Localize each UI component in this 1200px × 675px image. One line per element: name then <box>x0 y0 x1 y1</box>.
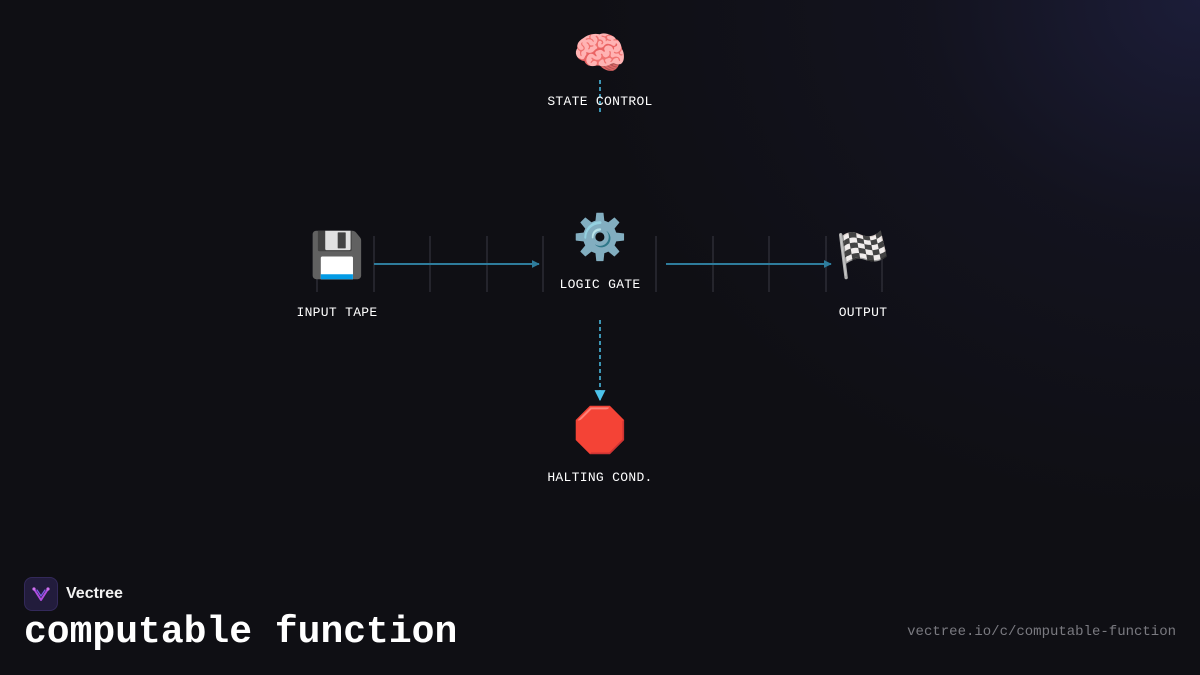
node-state-control[interactable]: 🧠 STATE CONTROL <box>547 28 652 109</box>
checkered-flag-icon: 🏁 <box>836 230 891 281</box>
node-label-logic-gate: LOGIC GATE <box>559 277 640 292</box>
node-output[interactable]: 🏁 OUTPUT <box>836 230 891 320</box>
node-label-input-tape: INPUT TAPE <box>296 305 377 320</box>
vectree-logo-icon <box>24 577 58 611</box>
page-url[interactable]: vectree.io/c/computable-function <box>907 624 1176 640</box>
node-label-state-control: STATE CONTROL <box>547 94 652 109</box>
stop-sign-icon: 🛑 <box>573 405 628 456</box>
node-label-output: OUTPUT <box>839 305 888 320</box>
node-halting-cond[interactable]: 🛑 HALTING COND. <box>547 405 652 485</box>
brain-icon: 🧠 <box>573 28 628 79</box>
brand[interactable]: Vectree <box>24 577 123 611</box>
node-input-tape[interactable]: 💾 INPUT TAPE <box>296 230 377 320</box>
brand-name: Vectree <box>66 585 123 602</box>
node-logic-gate[interactable]: ⚙️ LOGIC GATE <box>559 212 640 292</box>
floppy-disk-icon: 💾 <box>310 230 365 281</box>
node-label-halting-cond: HALTING COND. <box>547 470 652 485</box>
page-title: computable function <box>24 611 458 654</box>
gear-icon: ⚙️ <box>573 212 628 263</box>
